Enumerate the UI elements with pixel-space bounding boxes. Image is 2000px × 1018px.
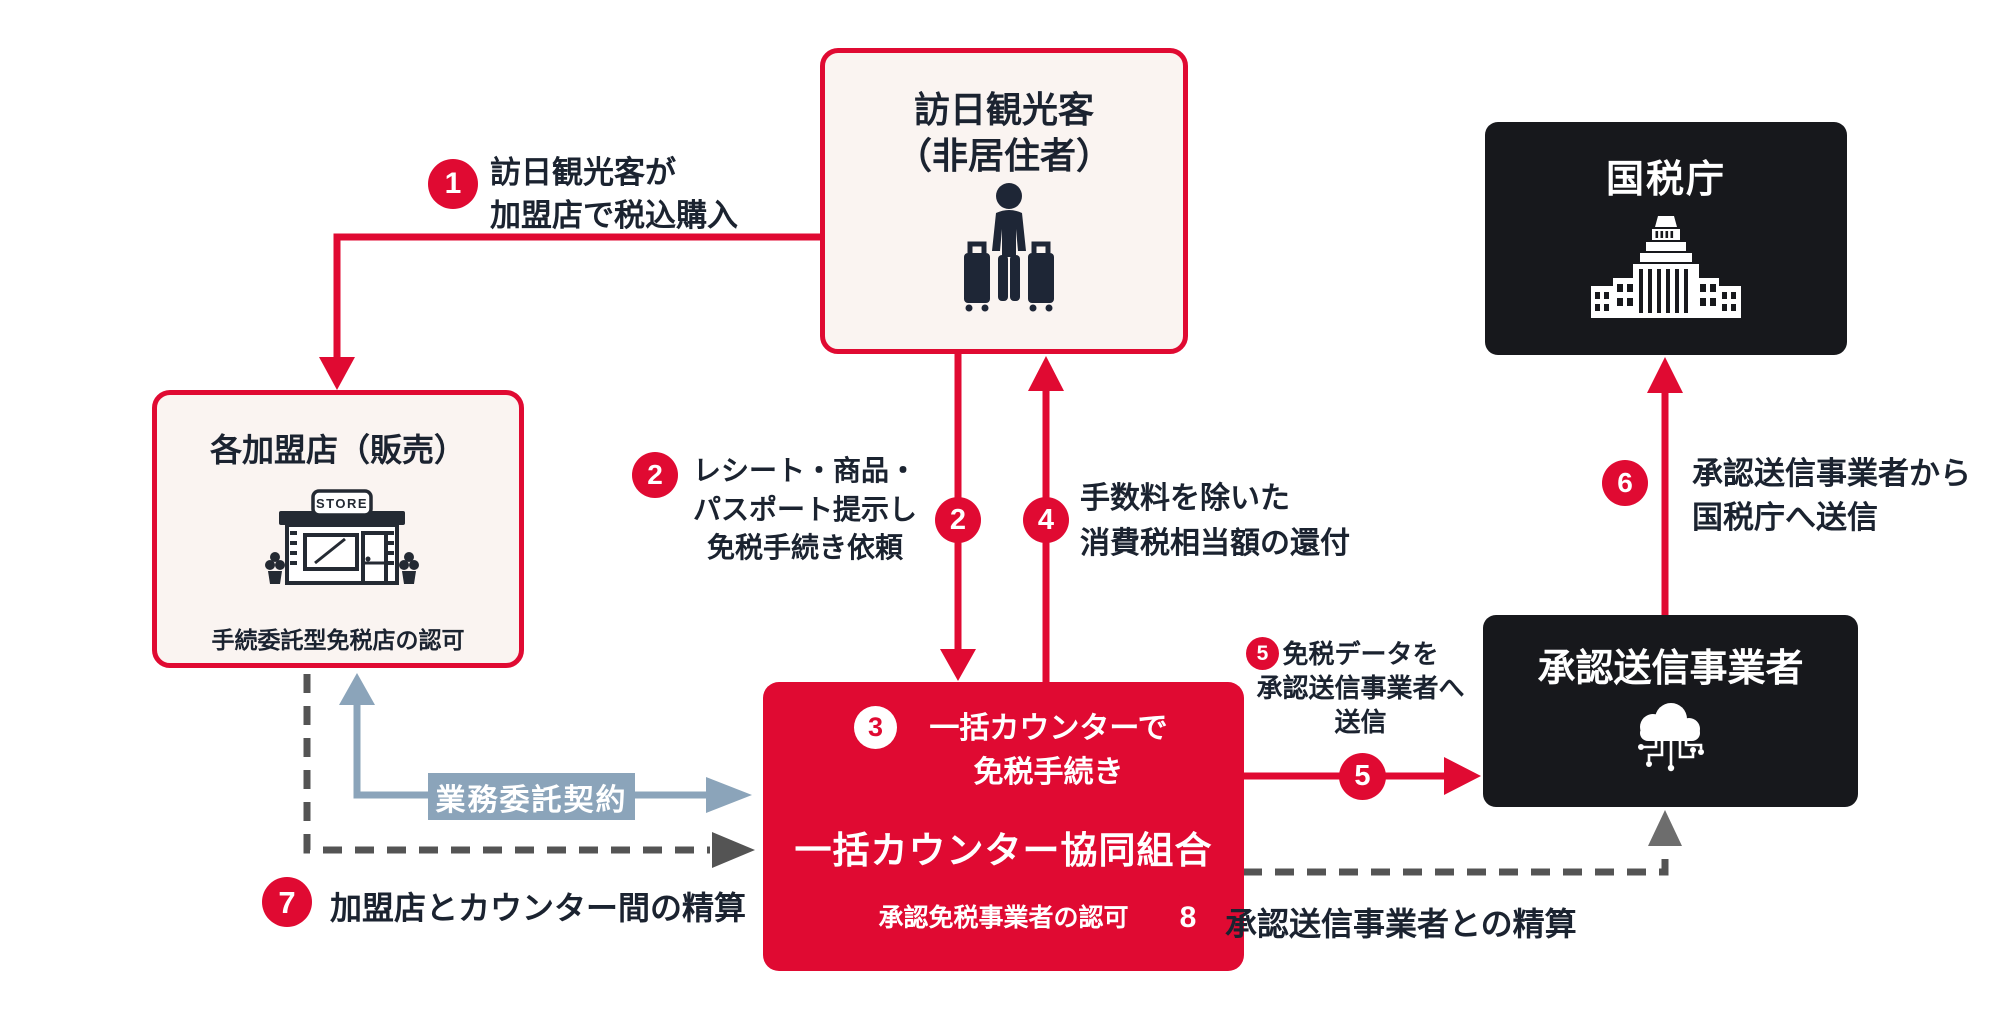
store-sign-text: STORE	[316, 496, 368, 511]
transmitter-box: 承認送信事業者	[1483, 615, 1858, 807]
government-building-icon	[1591, 216, 1741, 318]
step7-label: 加盟店とカウンター間の精算	[330, 890, 747, 926]
step2-arrow-badge: 2	[935, 497, 981, 543]
step5-badge: 5	[1246, 637, 1279, 670]
step1-label: 訪日観光客が 加盟店で税込購入	[490, 155, 738, 233]
cloud-network-icon	[1638, 703, 1704, 772]
counter-step-label: 一括カウンターで 免税手続き	[929, 712, 1168, 789]
store-icon: STORE	[265, 489, 419, 585]
step3-badge: 3	[854, 706, 897, 749]
arrow-step1	[319, 233, 820, 390]
visitor-subtitle: （非居住者）	[895, 135, 1112, 176]
step2-label: レシート・商品・ パスポート提示し 免税手続き依頼	[692, 455, 917, 564]
step8-badge: 8	[1164, 894, 1212, 942]
nta-box: 国税庁	[1485, 122, 1847, 355]
store-box: 各加盟店（販売） STORE	[152, 390, 524, 668]
step1-badge: 1	[428, 159, 478, 209]
counter-box: 3 一括カウンターで 免税手続き 一括カウンター協同組合 承認免税事業者の認可	[763, 682, 1244, 971]
step5-arrow-badge: 5	[1339, 753, 1386, 800]
store-title: 各加盟店（販売）	[209, 432, 466, 468]
transmitter-title: 承認送信事業者	[1537, 648, 1804, 690]
settlement-store-counter-line	[303, 674, 755, 868]
settlement-counter-transmitter-line	[1243, 810, 1682, 876]
counter-title: 一括カウンター協同組合	[794, 830, 1213, 871]
step6-label: 承認送信事業者から 国税庁へ送信	[1692, 456, 1971, 536]
step2-badge: 2	[632, 452, 678, 498]
step6-badge: 6	[1602, 460, 1648, 506]
step4-label: 手数料を除いた 消費税相当額の還付	[1080, 482, 1350, 560]
traveler-icon	[964, 183, 1054, 312]
arrow-step6	[1647, 357, 1683, 615]
visitor-title: 訪日観光客	[913, 89, 1094, 130]
step8-label: 承認送信事業者との精算	[1225, 906, 1577, 942]
contract-label: 業務委託契約	[428, 773, 635, 820]
visitor-box: 訪日観光客 （非居住者）	[820, 48, 1188, 354]
step4-arrow-badge: 4	[1023, 497, 1069, 543]
step5-label: 免税データを 承認送信事業者へ 送信	[1256, 639, 1465, 737]
store-note: 手続委託型免税店の認可	[211, 627, 465, 653]
nta-title: 国税庁	[1605, 159, 1726, 201]
step7-badge: 7	[262, 877, 312, 927]
counter-note: 承認免税事業者の認可	[878, 904, 1129, 932]
